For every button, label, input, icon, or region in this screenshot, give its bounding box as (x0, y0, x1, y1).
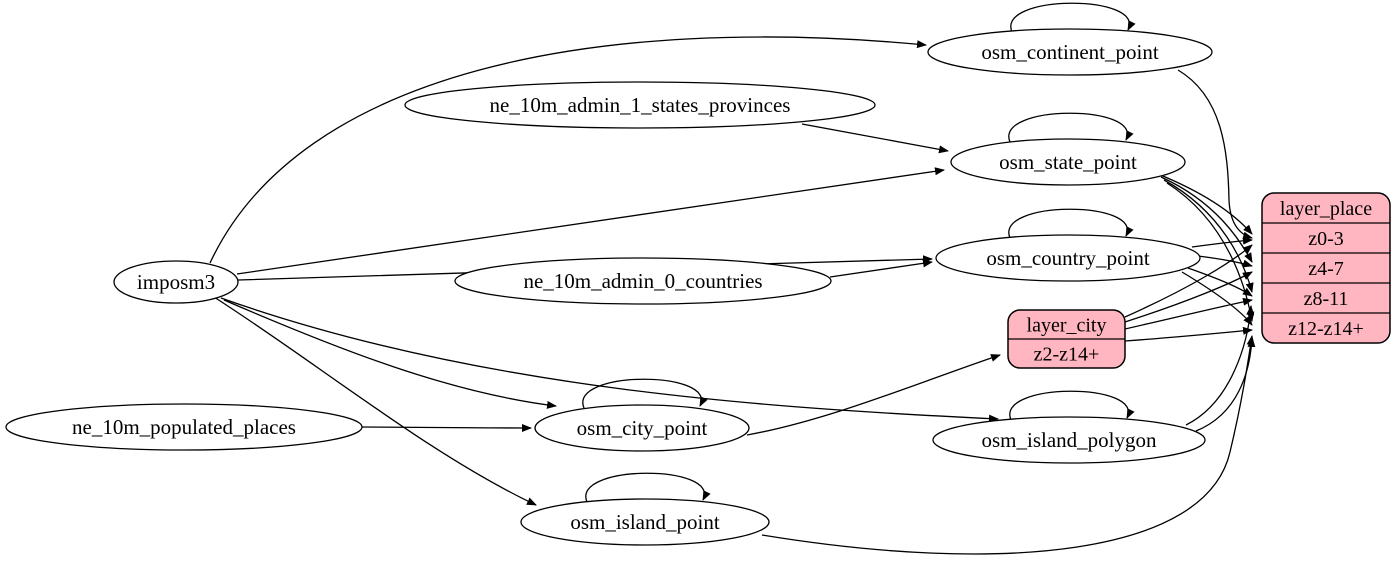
record-row-layer_place-z8-11: z8-11 (1304, 288, 1349, 310)
node-shape-ne_10m_populated_places (5, 403, 363, 451)
node-osm_city_point: osm_city_point (534, 404, 750, 452)
node-label-osm_island_point: osm_island_point (570, 510, 720, 534)
edge-osm_country_point-to-osm_country_point-self-loop (1008, 208, 1134, 239)
edge-imposm3-to-osm_city_point (223, 299, 557, 409)
edge-osm_city_point-to-osm_city_point-self-loop (582, 378, 708, 409)
record-row-layer_place-z0-3: z0-3 (1308, 228, 1344, 250)
edge-osm_country_point-to-layer_place-z0-3 (1191, 236, 1253, 248)
node-label-osm_island_polygon: osm_island_polygon (981, 428, 1157, 452)
node-label-ne_10m_populated_places: ne_10m_populated_places (72, 415, 296, 439)
node-label-osm_continent_point: osm_continent_point (981, 40, 1158, 64)
node-shape-osm_continent_point (927, 28, 1213, 76)
record-title-layer_city: layer_city (1027, 315, 1107, 337)
edge-imposm3-to-osm_state_point (236, 167, 945, 275)
node-shape-osm_country_point (935, 234, 1201, 282)
edge-osm_island_point-to-osm_island_point-self-loop (585, 472, 711, 503)
edge-imposm3-to-osm_island_polygon (220, 297, 999, 423)
node-ne_10m_admin_0_countries: ne_10m_admin_0_countries (454, 257, 832, 305)
node-osm_island_polygon: osm_island_polygon (932, 416, 1206, 464)
edge-layer_city-to-layer_place-z12-z14+ (1124, 326, 1253, 342)
node-osm_island_point: osm_island_point (520, 498, 770, 546)
edge-imposm3-to-osm_island_point (213, 296, 537, 506)
node-shape-ne_10m_admin_0_countries (454, 257, 832, 305)
edge-imposm3-to-osm_continent_point (209, 36, 927, 264)
edge-osm_city_point-to-layer_city-z2-z14+ (746, 354, 1001, 436)
node-ne_10m_populated_places: ne_10m_populated_places (5, 403, 363, 451)
edge-osm_state_point-to-osm_state_point-self-loop (1008, 112, 1134, 143)
edge-ne_10m_admin_0_countries-to-osm_country_point (829, 259, 933, 278)
edge-osm_island_polygon-to-layer_place-z8-11 (1185, 305, 1255, 426)
node-shape-osm_state_point (950, 138, 1186, 186)
node-shape-imposm3 (113, 260, 239, 304)
edge-osm_continent_point-to-osm_continent_point-self-loop (1010, 2, 1136, 33)
edge-osm_country_point-to-layer_place-z4-7 (1197, 255, 1253, 268)
edge-layer_city-to-layer_place-z8-11 (1124, 297, 1253, 330)
record-row-layer_place-z12-z14+: z12-z14+ (1288, 318, 1364, 340)
node-label-ne_10m_admin_0_countries: ne_10m_admin_0_countries (523, 269, 762, 293)
record-row-layer_city-z2-z14+: z2-z14+ (1034, 344, 1100, 366)
node-label-osm_country_point: osm_country_point (986, 246, 1149, 270)
record-shape-layer_place (1261, 192, 1391, 344)
edge-osm_island_polygon-to-layer_place-z12-z14+ (1195, 337, 1256, 432)
node-osm_state_point: osm_state_point (950, 138, 1186, 186)
edge-osm_island_polygon-to-osm_island_polygon-self-loop (1009, 390, 1135, 421)
record-layer_city: layer_city z2-z14+ (1007, 309, 1126, 369)
node-shape-osm_island_point (520, 498, 770, 546)
node-label-osm_city_point: osm_city_point (577, 416, 708, 440)
edge-osm_continent_point-to-layer_place-z0-3 (1177, 69, 1253, 240)
edge-osm_state_point-to-layer_place-z4-7 (1160, 176, 1253, 263)
edge-layer_city-to-layer_place-z4-7 (1124, 271, 1253, 323)
record-layer_place: layer_place z0-3 z4-7 z8-11 z12-z14+ (1261, 192, 1391, 344)
node-osm_country_point: osm_country_point (935, 234, 1201, 282)
edge-layer_city-to-layer_place-z0-3 (1124, 244, 1253, 318)
node-osm_continent_point: osm_continent_point (927, 28, 1213, 76)
node-label-ne_10m_admin_1_states_provinces: ne_10m_admin_1_states_provinces (490, 93, 791, 117)
edge-ne_10m_admin_1_states_provinces-to-osm_state_point (801, 123, 949, 154)
edge-osm_island_point-to-layer_place-z12-z14+ (761, 335, 1255, 555)
node-imposm3: imposm3 (113, 260, 239, 304)
node-shape-osm_island_polygon (932, 416, 1206, 464)
node-ne_10m_admin_1_states_provinces: ne_10m_admin_1_states_provinces (404, 81, 876, 129)
node-shape-osm_city_point (534, 404, 750, 452)
record-title-layer_place: layer_place (1280, 198, 1372, 220)
edge-osm_state_point-to-layer_place-z0-3 (1157, 173, 1253, 235)
node-label-imposm3: imposm3 (137, 270, 215, 294)
record-row-layer_place-z4-7: z4-7 (1308, 258, 1344, 280)
edge-ne_10m_populated_places-to-osm_city_point (361, 423, 532, 432)
node-label-osm_state_point: osm_state_point (999, 150, 1137, 174)
node-shape-ne_10m_admin_1_states_provinces (404, 81, 876, 129)
edge-osm_state_point-to-layer_place-z8-11 (1163, 179, 1254, 293)
